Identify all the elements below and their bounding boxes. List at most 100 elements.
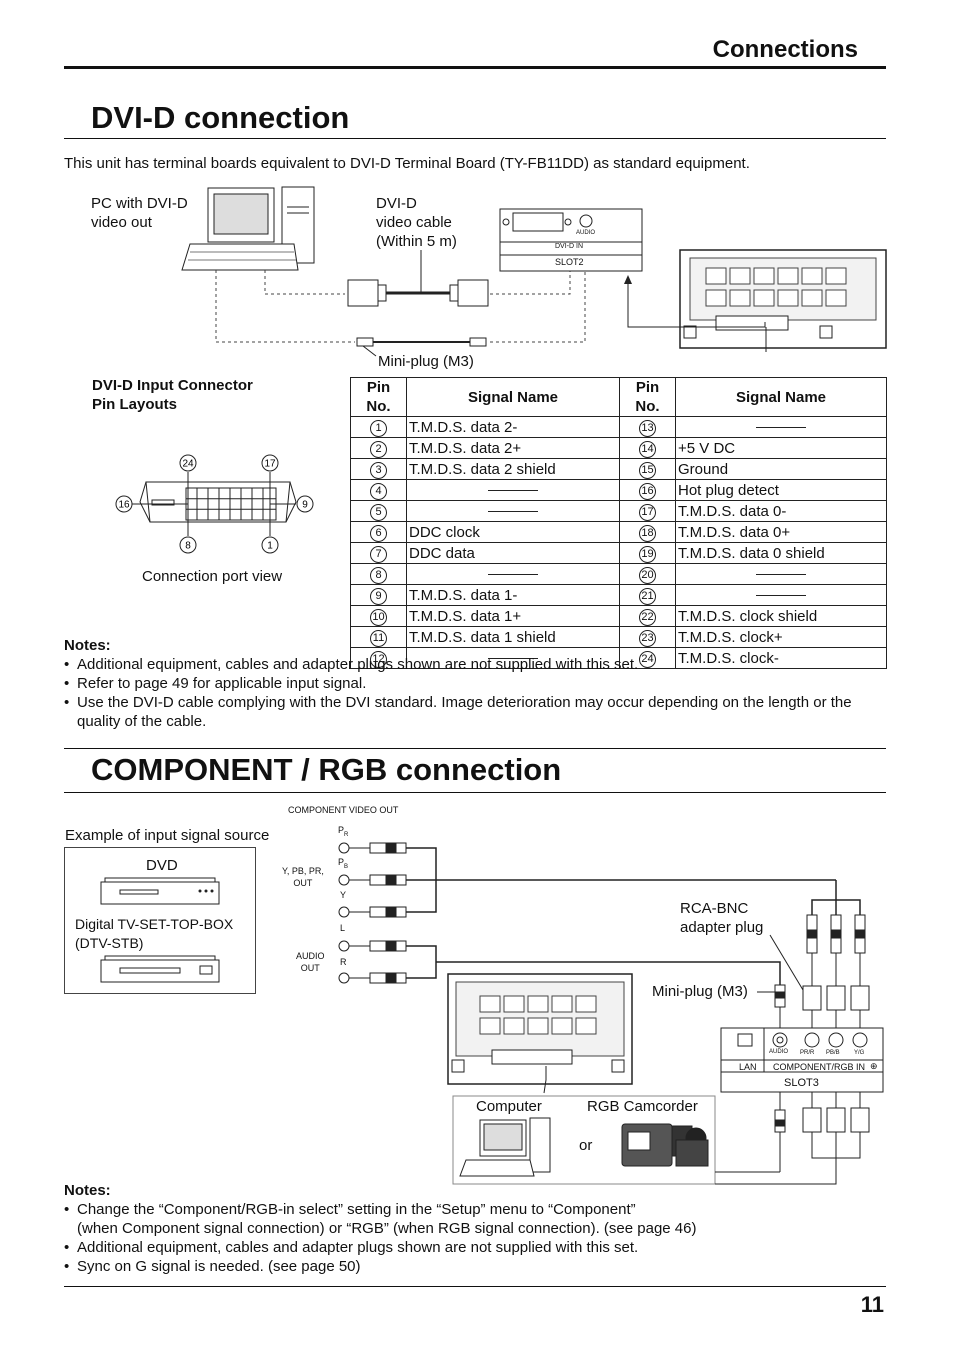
pin-number: 10 (370, 609, 387, 626)
pin-table: Pin No. Signal Name Pin No. Signal Name … (350, 377, 887, 669)
col-pin-2: Pin No. (619, 377, 676, 417)
pin-number: 5 (370, 504, 387, 521)
table-row: 10 T.M.D.S. data 1+ 22 T.M.D.S. clock shiel… (350, 605, 887, 627)
pb-label: PB (338, 857, 349, 870)
or-label: or (579, 1137, 593, 1154)
empty-signal-dash (756, 574, 806, 576)
page-number: 11 (860, 1292, 884, 1317)
dvi-connector-diagram: 24 17 16 9 8 1 (115, 454, 314, 554)
svg-text:16: 16 (118, 500, 130, 511)
signal-name: T.M.D.S. data 2- (406, 416, 620, 438)
r-label: R (340, 957, 347, 967)
panel-lan-label: LAN (739, 1062, 757, 1072)
component-notes: Notes: Change the “Component/RGB-in sele… (64, 1181, 886, 1276)
computer-label: Computer (476, 1098, 542, 1115)
panel-component-label: COMPONENT/RGB IN (773, 1062, 866, 1072)
pr-label: PR (338, 825, 349, 838)
pin-number: 6 (370, 525, 387, 542)
slot2-label: SLOT2 (555, 257, 584, 267)
pin-number: 4 (370, 483, 387, 500)
dvd-label: DVD (146, 857, 178, 874)
panel-yg-label: Y/G (854, 1050, 865, 1056)
pin-number: 18 (639, 525, 656, 542)
dvi-note: Refer to page 49 for applicable input si… (64, 674, 886, 693)
input-arrow-icon: ⊕ (870, 1061, 878, 1071)
col-pin-1: Pin No. (350, 377, 407, 417)
dvi-note: Additional equipment, cables and adapter… (64, 655, 886, 674)
pc-illustration (181, 186, 315, 271)
svg-text:1: 1 (267, 541, 273, 552)
source-box (64, 847, 256, 994)
camcorder-label: RGB Camcorder (587, 1098, 698, 1115)
stb-label: Digital TV-SET-TOP-BOX(DTV-STB) (75, 916, 234, 951)
pin-number: 17 (639, 504, 656, 521)
panel-pbb-label: PB/B (826, 1050, 840, 1056)
computer-illustration (459, 1117, 551, 1177)
signal-name: DDC data (406, 542, 620, 564)
pin-number: 7 (370, 546, 387, 563)
col-signal-1: Signal Name (406, 377, 620, 417)
pin-number: 14 (639, 441, 656, 458)
component-notes-title: Notes: (64, 1182, 111, 1199)
pin-number: 9 (370, 588, 387, 605)
empty-signal-dash (756, 595, 806, 597)
pin-number: 11 (370, 630, 387, 647)
svg-text:24: 24 (182, 459, 194, 470)
pin-number: 1 (370, 420, 387, 437)
dvi-title-rule (64, 138, 886, 139)
dvi-note: Use the DVI-D cable complying with the D… (64, 693, 886, 731)
dvi-intro: This unit has terminal boards equivalent… (64, 155, 750, 172)
pin-number: 13 (639, 420, 656, 437)
l-label: L (340, 923, 346, 933)
camcorder-illustration (621, 1123, 709, 1167)
panel-audio-label: AUDIO (769, 1049, 789, 1055)
pin-number: 19 (639, 546, 656, 563)
dvi-notes-title: Notes: (64, 637, 111, 654)
dvi-notes: Notes: Additional equipment, cables and … (64, 636, 886, 731)
pin-number: 22 (639, 609, 656, 626)
svg-text:17: 17 (264, 459, 276, 470)
signal-name: T.M.D.S. data 0 shield (675, 542, 887, 564)
svg-text:8: 8 (185, 541, 191, 552)
pin-table-header: Pin No. Signal Name Pin No. Signal Name (350, 377, 887, 417)
component-video-out-label: COMPONENT VIDEO OUT (288, 805, 399, 815)
signal-name: T.M.D.S. data 1+ (406, 605, 620, 627)
svg-text:9: 9 (302, 500, 308, 511)
pin-number: 15 (639, 462, 656, 479)
y-label: Y (340, 890, 347, 900)
component-top-rule (64, 748, 886, 749)
dvd-illustration (100, 877, 220, 905)
port-view-label: Connection port view (142, 568, 283, 585)
ypbpr-out-label: Y, PB, PR,OUT (282, 866, 324, 888)
pin-number: 20 (639, 567, 656, 584)
slot3-label: SLOT3 (784, 1077, 819, 1089)
pin-number: 21 (639, 588, 656, 605)
dvi-title: DVI-D connection (91, 100, 350, 135)
pin-number: 3 (370, 462, 387, 479)
table-row: 1 T.M.D.S. data 2- 13 (350, 416, 887, 438)
pin-number: 2 (370, 441, 387, 458)
signal-name: T.M.D.S. data 1 shield (406, 626, 620, 648)
pin-number: 16 (639, 483, 656, 500)
table-row: 7 DDC data 19 T.M.D.S. data 0 shield (350, 542, 887, 564)
section-header: Connections (712, 36, 858, 63)
panel-prr-label: PR/R (800, 1050, 815, 1056)
component-title-rule (64, 792, 886, 793)
footer-rule (64, 1286, 886, 1287)
empty-signal-dash (756, 427, 806, 429)
signal-name: T.M.D.S. clock shield (675, 605, 887, 627)
signal-name: T.M.D.S. data 1- (406, 584, 620, 606)
empty-signal-dash (488, 490, 538, 492)
component-title: COMPONENT / RGB connection (91, 752, 562, 787)
signal-name: DDC clock (406, 521, 620, 543)
header-rule (64, 66, 886, 69)
example-label: Example of input signal source (65, 827, 270, 844)
dvi-in-label: DVI-D IN (555, 243, 583, 250)
dvi-audio-label: AUDIO (576, 230, 596, 236)
col-signal-2: Signal Name (675, 377, 887, 417)
component-connection-diagram (100, 842, 884, 1185)
